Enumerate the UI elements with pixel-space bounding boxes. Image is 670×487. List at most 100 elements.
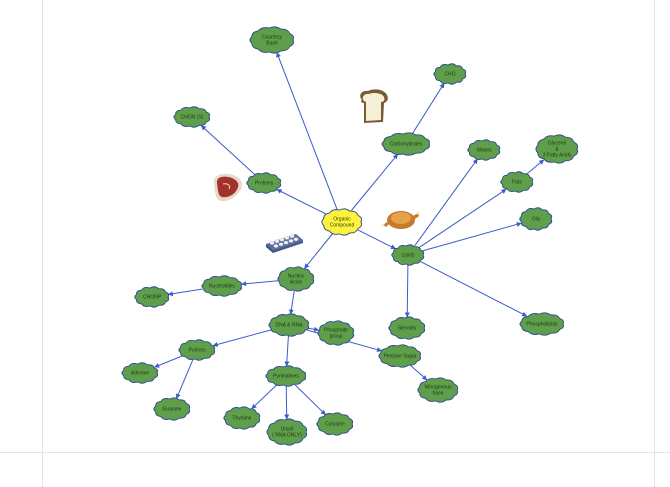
connector-nucleic-acids-to-dna-rna — [288, 290, 295, 315]
node-cytosine: Cytosine — [316, 412, 354, 436]
node-glycerol: Glycerol&3 Fatty Acids — [535, 134, 579, 164]
connector-purines-to-adenine — [154, 355, 183, 368]
bread-slice-icon — [360, 89, 388, 123]
node-shape — [381, 132, 430, 156]
node-label: Glycerol — [548, 140, 566, 146]
connector-nucleic-acids-to-nucleotides — [241, 280, 279, 287]
node-shape — [378, 344, 422, 368]
node-label: Pentose Sugar — [383, 353, 416, 359]
node-label: Acids — [290, 279, 303, 285]
node-proteins: Proteins — [246, 172, 282, 194]
connector-proteins-to-chon — [200, 125, 256, 175]
node-label: Steroids — [398, 325, 417, 331]
node-thymine: Thymine — [223, 406, 261, 430]
connector-pyrimidines-to-cytosine — [294, 384, 326, 416]
node-shape — [121, 362, 159, 384]
node-shape — [467, 139, 501, 161]
node-label: Guanine — [163, 406, 182, 412]
node-label: Lipids — [401, 252, 415, 258]
node-adenine: Adenine — [121, 362, 159, 384]
node-shape — [223, 406, 261, 430]
connector-center-to-courtesy-bush — [276, 52, 338, 210]
node-label: Oils — [532, 216, 541, 222]
node-label: & — [555, 146, 559, 152]
node-purines: Purines — [178, 339, 216, 361]
node-shape — [201, 275, 243, 297]
scan-edge-bottom — [0, 452, 670, 453]
node-label: Compound — [330, 222, 355, 228]
node-label: Purines — [189, 347, 206, 353]
node-label: Pyrimidines — [273, 373, 299, 379]
node-shape — [321, 208, 363, 236]
node-label: CHO — [444, 71, 455, 77]
node-label: CHON (S) — [181, 114, 204, 120]
node-label: Nitrogenous — [425, 384, 452, 390]
node-shape — [316, 412, 354, 436]
connector-purines-to-guanine — [175, 359, 194, 399]
node-shape — [277, 266, 315, 292]
node-shape — [265, 365, 307, 387]
connector-dna-rna-to-phosphate-group — [308, 326, 320, 332]
node-shape — [246, 172, 282, 194]
node-shape — [268, 313, 310, 337]
connector-lipids-to-fats — [418, 188, 507, 249]
node-oils: Oils — [519, 207, 553, 231]
node-shape — [388, 316, 426, 340]
node-chon: CHON (S) — [173, 106, 211, 128]
node-fats: Fats — [500, 171, 534, 193]
connector-pentose-sugar-to-nitrogenous-base — [410, 365, 428, 381]
node-shape — [173, 106, 211, 128]
connector-pyrimidines-to-thymine — [251, 384, 278, 410]
node-label: Uracil — [281, 426, 294, 432]
node-label: Phosphate — [324, 327, 348, 333]
node-label: Waxes — [476, 147, 492, 153]
node-shape — [317, 320, 355, 346]
connector-carbohydrates-to-cho — [412, 82, 445, 134]
node-label: Courtesy — [262, 34, 283, 40]
node-waxes: Waxes — [467, 139, 501, 161]
connector-layer — [154, 52, 545, 420]
node-label: Carbohydrates — [390, 141, 423, 147]
node-carbohydrates: Carbohydrates — [381, 132, 430, 156]
scan-edge-right — [654, 0, 655, 487]
node-label: Phospholipids — [526, 321, 558, 327]
node-shape — [500, 171, 534, 193]
node-shape — [153, 397, 191, 421]
node-shape — [535, 134, 579, 164]
node-cho: CHO — [433, 63, 467, 85]
node-uracil: Uracil( RNA ONLY) — [266, 418, 308, 446]
connector-pyrimidines-to-uracil — [284, 385, 290, 420]
node-pyrimidines: Pyrimidines — [265, 365, 307, 387]
node-nucleotides: Nucleotides — [201, 275, 243, 297]
node-label: base — [433, 390, 444, 396]
node-label: ( RNA ONLY) — [272, 432, 302, 438]
connector-dna-rna-to-pyrimidines — [284, 335, 290, 367]
node-shape — [391, 244, 425, 266]
node-pentose-sugar: Pentose Sugar — [378, 344, 422, 368]
connector-dna-rna-to-purines — [212, 329, 272, 347]
node-guanine: Guanine — [153, 397, 191, 421]
steak-icon — [213, 173, 242, 202]
connector-nucleotides-to-chonp — [167, 288, 203, 297]
node-label: Bush — [266, 40, 278, 46]
connector-lipids-to-oils — [422, 222, 522, 252]
node-shape — [519, 312, 564, 336]
connector-lipids-to-phospholipids — [420, 260, 528, 317]
node-shape — [134, 286, 170, 308]
node-label: 3 Fatty Acids — [543, 152, 572, 158]
node-label: Fats — [512, 179, 522, 185]
node-chonp: CHONP — [134, 286, 170, 308]
node-label: DNA & RNA — [276, 322, 304, 328]
node-shape — [266, 418, 308, 446]
node-shape — [249, 26, 294, 54]
node-shape — [178, 339, 216, 361]
connector-fats-to-glycerol — [526, 159, 545, 175]
node-label: Proteins — [255, 180, 274, 186]
node-label: Adenine — [131, 370, 150, 376]
